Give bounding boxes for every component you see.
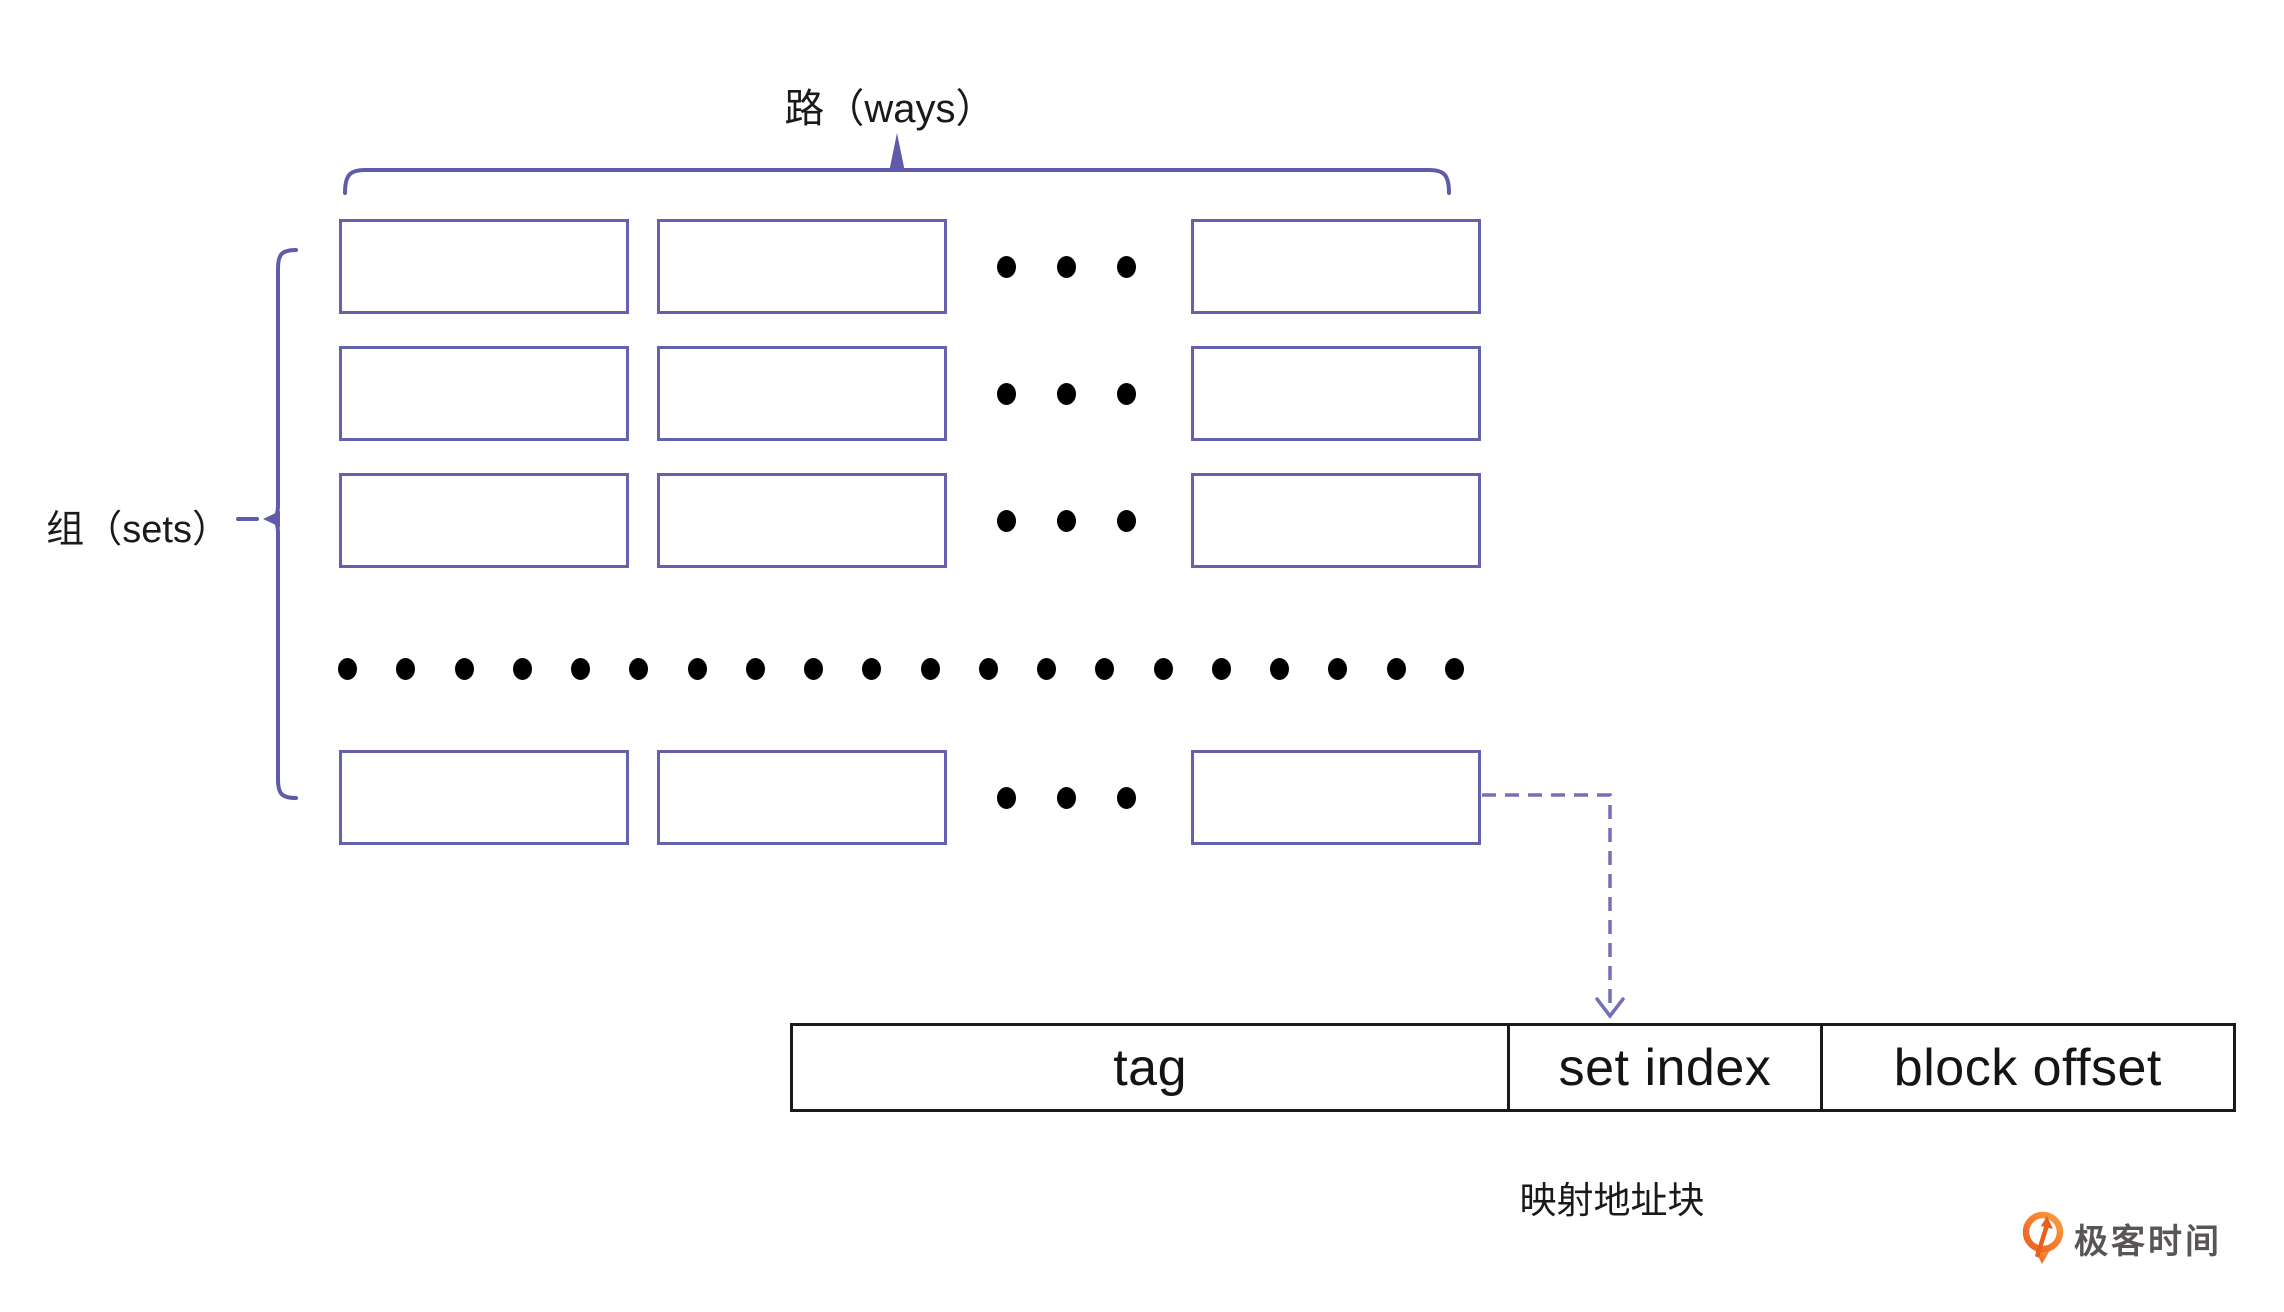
ellipsis-dot xyxy=(804,658,823,680)
ellipsis-dot xyxy=(997,382,1016,405)
ellipsis-dot xyxy=(920,658,940,680)
cache-block xyxy=(657,473,947,568)
ellipsis-dot xyxy=(687,658,707,680)
ellipsis-dot xyxy=(1328,658,1348,680)
geektime-logo-icon xyxy=(2022,1211,2064,1264)
ellipsis-dot xyxy=(571,658,590,680)
way-ellipsis xyxy=(997,219,1136,314)
cache-block xyxy=(1191,346,1481,441)
sets-brace xyxy=(236,248,298,800)
ellipsis-dot xyxy=(978,658,998,680)
ellipsis-dot xyxy=(1211,658,1231,680)
cache-block xyxy=(339,750,629,845)
ways-label: 路（ways） xyxy=(784,87,996,131)
ellipsis-dot xyxy=(629,658,649,680)
ellipsis-dot xyxy=(512,658,532,680)
geektime-logo-text: 极客时间 xyxy=(2074,1222,2222,1261)
cache-block xyxy=(657,219,947,314)
ellipsis-dot xyxy=(862,658,882,680)
ellipsis-dot xyxy=(1386,658,1406,680)
ellipsis-dot xyxy=(997,786,1016,809)
ellipsis-dot xyxy=(997,509,1016,532)
ellipsis-dot xyxy=(1444,658,1464,680)
way-ellipsis xyxy=(997,750,1136,845)
way-ellipsis xyxy=(997,473,1136,568)
address-cell-tag: tag xyxy=(1113,1038,1188,1097)
geektime-logo: 极客时间 xyxy=(2022,1211,2222,1265)
cache-block xyxy=(657,750,947,845)
ellipsis-dot xyxy=(1057,786,1076,809)
ellipsis-dot xyxy=(396,658,416,680)
ellipsis-dot xyxy=(1117,382,1136,405)
address-cell-set-index: set index xyxy=(1507,1026,1819,1109)
sets-label: 组（sets） xyxy=(46,509,230,551)
address-cell-block-offset: block offset xyxy=(1819,1026,2233,1109)
mapping-arrow xyxy=(1482,793,1625,1019)
ellipsis-dot xyxy=(1153,658,1173,680)
cache-block xyxy=(339,473,629,568)
address-table: tag set index block offset xyxy=(790,1023,2236,1112)
ellipsis-dot xyxy=(1037,658,1056,680)
ellipsis-dot xyxy=(1057,382,1076,405)
ways-brace xyxy=(343,133,1451,195)
cache-block xyxy=(1191,219,1481,314)
mapped-address-label: 映射地址块 xyxy=(1519,1180,1705,1221)
way-ellipsis xyxy=(997,346,1136,441)
cache-block xyxy=(339,219,629,314)
ellipsis-dot xyxy=(1095,658,1115,680)
ellipsis-dot xyxy=(1057,509,1076,532)
cache-block xyxy=(1191,750,1481,845)
ellipsis-dot xyxy=(1117,509,1136,532)
ellipsis-dot xyxy=(745,658,765,680)
ellipsis-dot xyxy=(1270,658,1289,680)
ellipsis-dot xyxy=(338,658,357,680)
ellipsis-dot xyxy=(1117,786,1136,809)
ellipsis-dot xyxy=(997,255,1016,278)
ellipsis-dot xyxy=(1117,255,1136,278)
cache-block xyxy=(657,346,947,441)
set-ellipsis-row xyxy=(338,657,1464,681)
ellipsis-dot xyxy=(454,658,474,680)
cache-block xyxy=(1191,473,1481,568)
cache-block xyxy=(339,346,629,441)
ellipsis-dot xyxy=(1057,255,1076,278)
